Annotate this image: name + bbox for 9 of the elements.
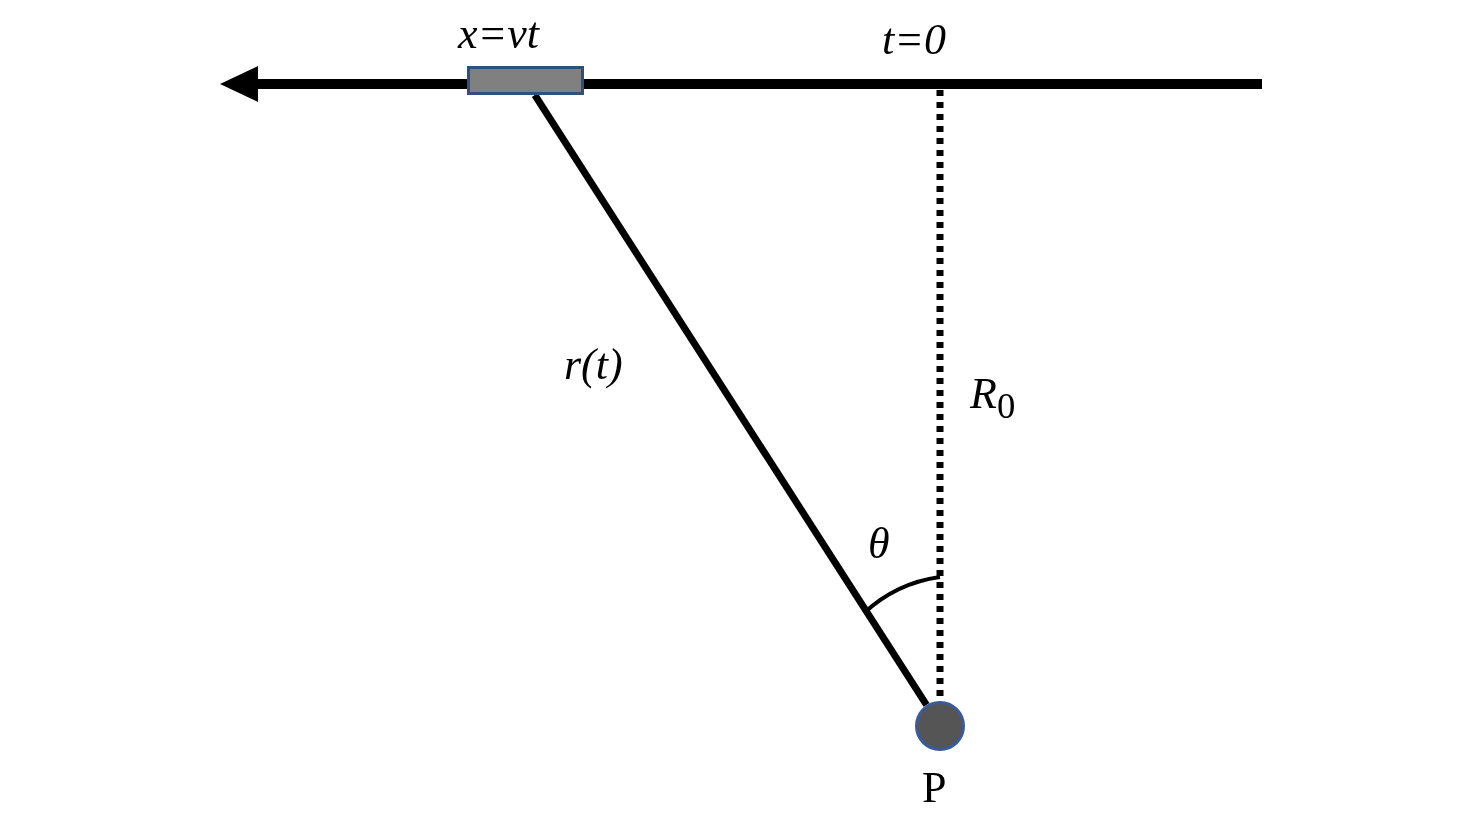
edge-label: r(t): [564, 343, 623, 387]
point-label: P: [922, 766, 947, 810]
source-block: [467, 66, 584, 95]
observer-point: [915, 701, 965, 751]
connector-line: [531, 93, 930, 707]
angle-label: θ: [868, 522, 890, 566]
position-label: x=vt: [458, 12, 539, 56]
time-label: t=0: [882, 18, 946, 62]
edge-label: R$_{0}$: [970, 372, 1016, 425]
